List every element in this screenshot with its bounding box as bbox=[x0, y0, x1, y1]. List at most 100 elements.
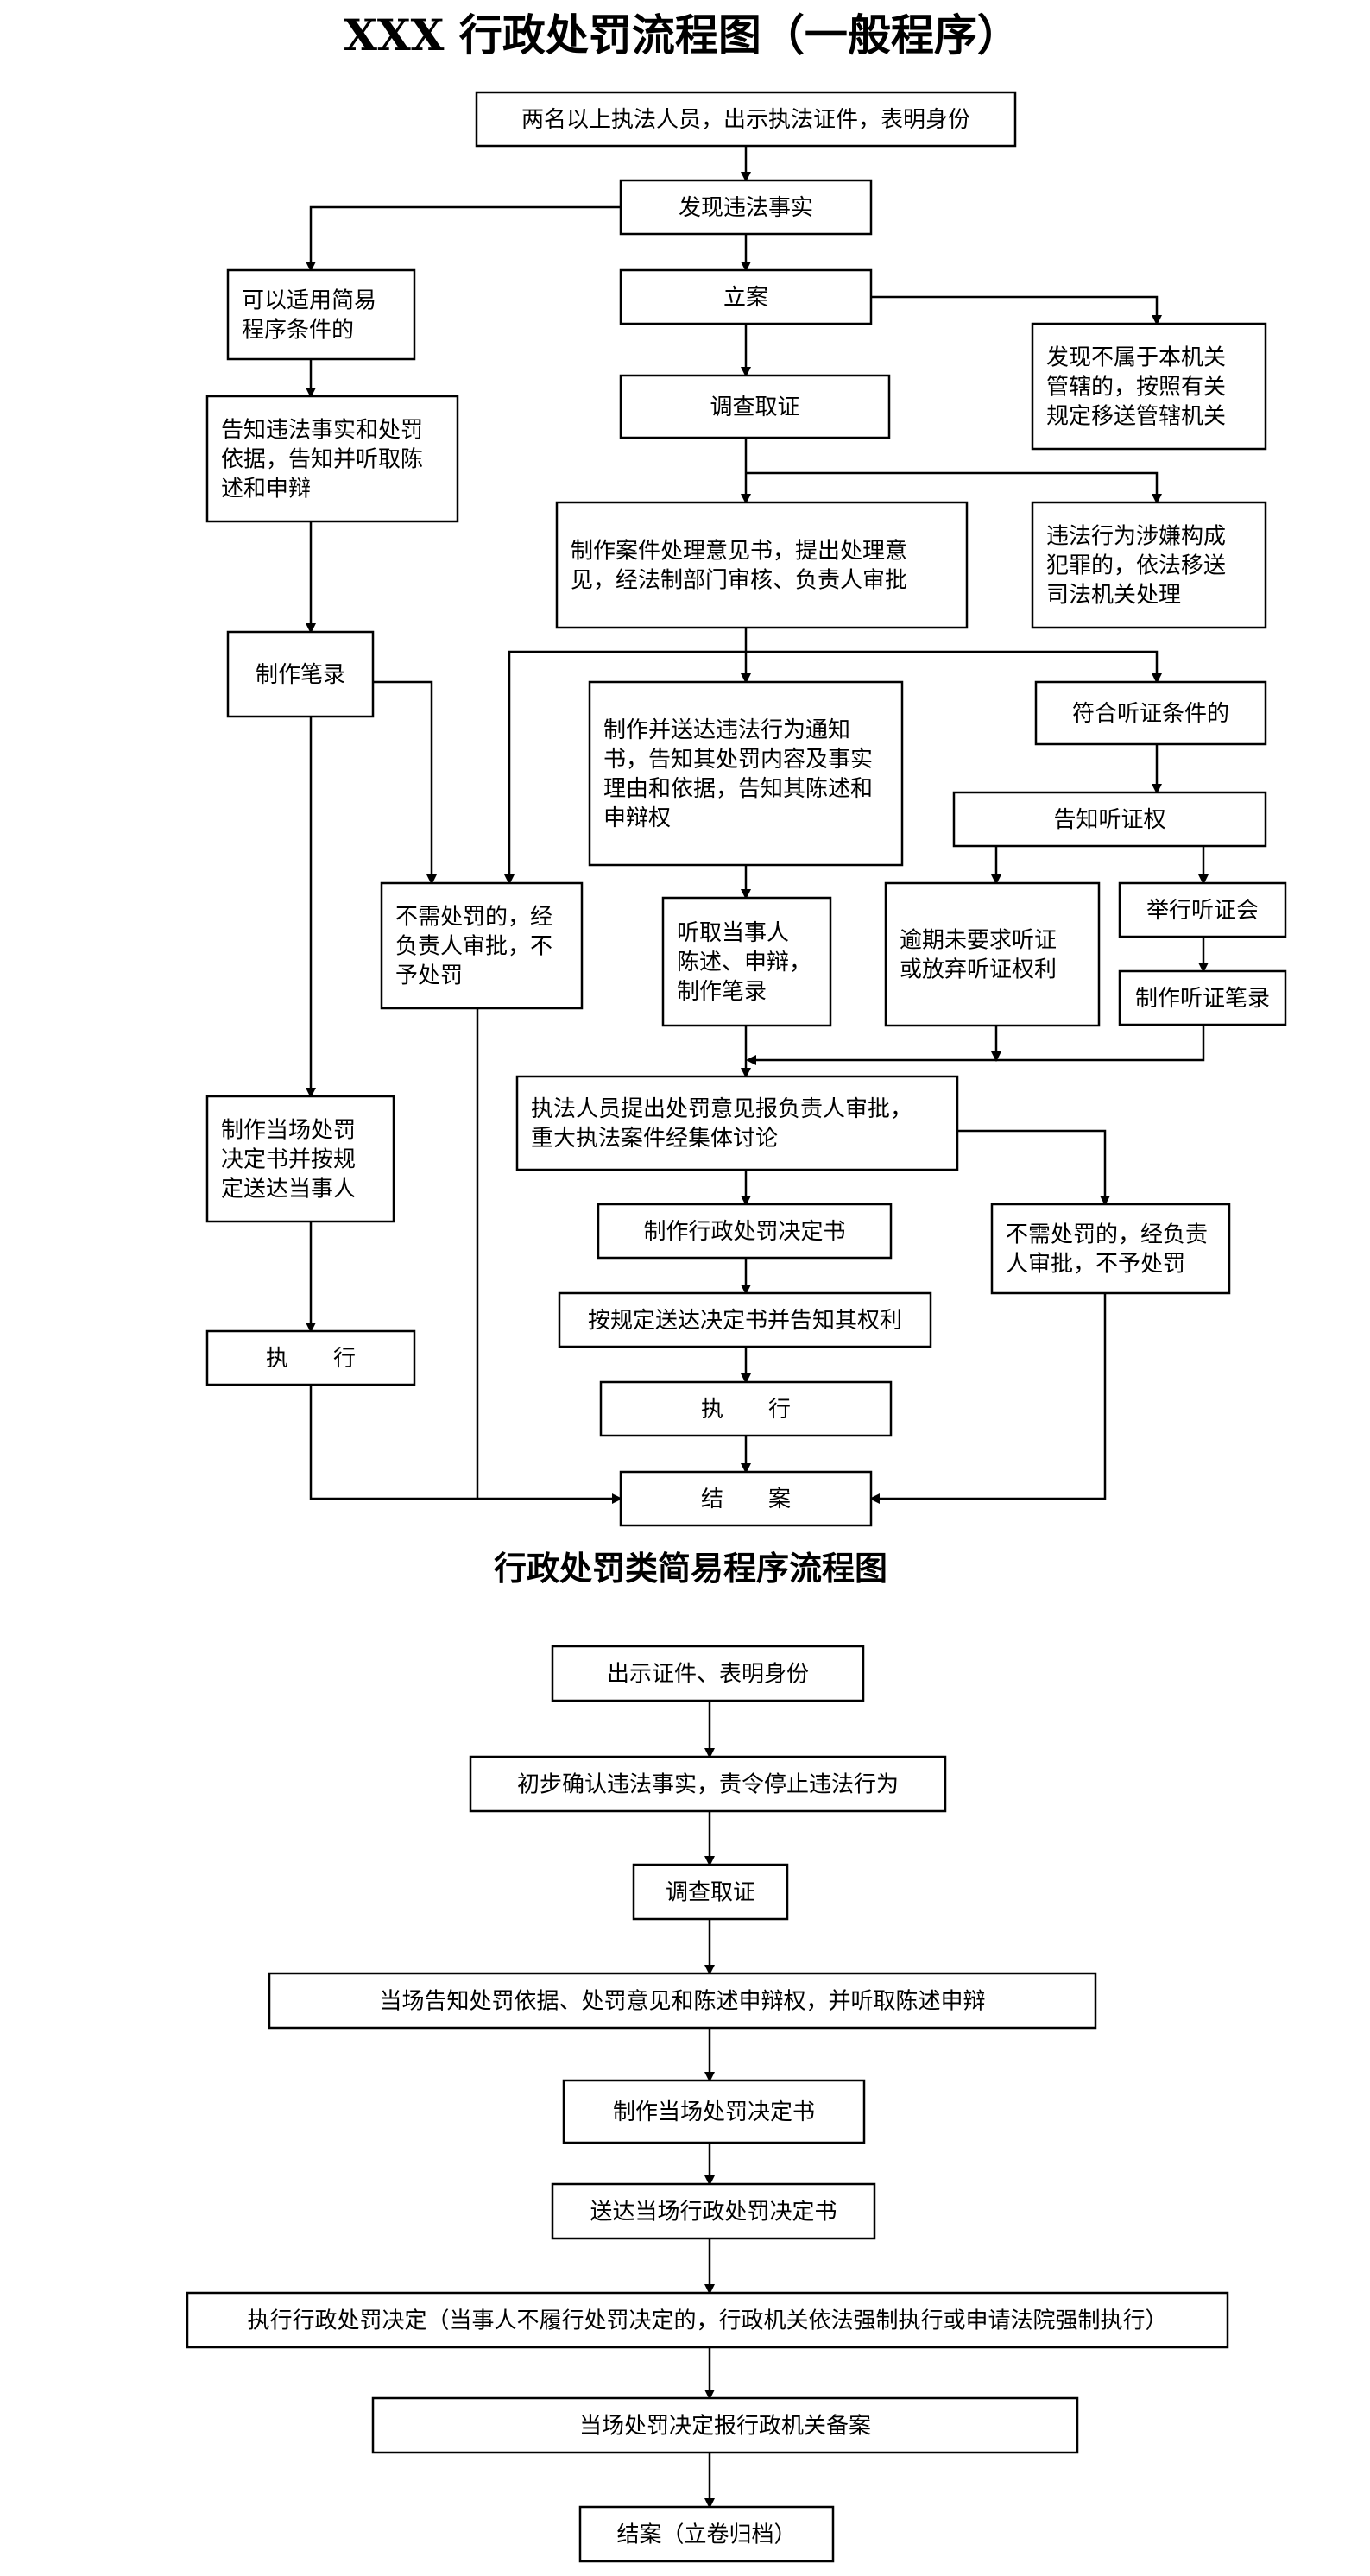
box-text: 按规定送达决定书并告知其权利 bbox=[588, 1308, 902, 1334]
box-text: 制作听证笔录 bbox=[1135, 986, 1270, 1012]
box-text: 陈述、申辩， bbox=[677, 950, 811, 975]
step-close-case: 结 案 bbox=[619, 1470, 873, 1527]
branch-hearing-eligible: 符合听证条件的 bbox=[1034, 680, 1267, 746]
arrow-connector bbox=[309, 1385, 622, 1504]
simple-step-7: 执行行政处罚决定（当事人不履行处罚决定的，行政机关依法强制执行或申请法院强制执行… bbox=[186, 2291, 1229, 2349]
arrow-connector bbox=[504, 650, 746, 885]
box-text: 立案 bbox=[723, 285, 768, 311]
arrow-connector bbox=[746, 471, 1162, 504]
connectors bbox=[306, 146, 1209, 2509]
step-hearing-record: 制作听证笔录 bbox=[1118, 969, 1287, 1026]
arrow-connector bbox=[306, 205, 621, 272]
box-text: 依据，告知并听取陈 bbox=[221, 447, 423, 473]
arrow-connector bbox=[746, 1025, 1205, 1065]
box-text: 负责人审批，不 bbox=[395, 934, 552, 960]
simple-procedure-title: 行政处罚类简易程序流程图 bbox=[494, 1549, 887, 1588]
box-text: 举行听证会 bbox=[1146, 898, 1259, 924]
step-propose-penalty: 执法人员提出处罚意见报负责人审批， 重大执法案件经集体讨论 bbox=[515, 1075, 959, 1171]
arrow-connector bbox=[373, 680, 437, 885]
box-text: 初步确认违法事实，责令停止违法行为 bbox=[517, 1772, 899, 1798]
box-text: 听取当事人 bbox=[677, 920, 789, 946]
box-text: 执 行 bbox=[266, 1346, 356, 1372]
box-text: 规定移送管辖机关 bbox=[1046, 404, 1226, 430]
diagram-title: XXX 行政处罚流程图（一般程序） bbox=[344, 9, 1020, 60]
box-text: 执法人员提出处罚意见报负责人审批， bbox=[531, 1096, 912, 1122]
box-text: 制作笔录 bbox=[256, 662, 345, 688]
box-text: 结 案 bbox=[701, 1487, 791, 1512]
box-text: 理由和依据，告知其陈述和 bbox=[603, 776, 873, 802]
box-text: 或放弃听证权利 bbox=[900, 957, 1057, 983]
simple-step-2: 初步确认违法事实，责令停止违法行为 bbox=[469, 1755, 947, 1813]
box-text: 发现违法事实 bbox=[679, 195, 813, 221]
box-text: 执行行政处罚决定（当事人不履行处罚决定的，行政机关依法强制执行或申请法院强制执行… bbox=[247, 2308, 1167, 2334]
step-execute-simple: 执 行 bbox=[205, 1329, 416, 1386]
arrow-connector bbox=[869, 1293, 1107, 1504]
box-text: 不需处罚的，经 bbox=[395, 905, 552, 931]
box-text: 可以适用简易 bbox=[242, 288, 376, 314]
box-text: 发现不属于本机关 bbox=[1046, 345, 1226, 371]
box-text: 制作案件处理意见书，提出处理意 bbox=[571, 539, 907, 565]
box-text: 告知违法事实和处罚 bbox=[221, 418, 423, 444]
step-hold-hearing: 举行听证会 bbox=[1118, 881, 1287, 938]
box-text: 述和申辩 bbox=[221, 477, 311, 502]
step-investigate-evidence: 调查取证 bbox=[619, 374, 891, 439]
box-text: 犯罪的，依法移送 bbox=[1046, 553, 1226, 579]
box-text: 程序条件的 bbox=[242, 318, 354, 344]
step-show-credentials: 两名以上执法人员，出示执法证件，表明身份 bbox=[475, 91, 1017, 148]
box-text: 出示证件、表明身份 bbox=[607, 1662, 809, 1688]
box-text: 制作并送达违法行为通知 bbox=[603, 717, 850, 743]
simple-step-9: 结案（立卷归档） bbox=[578, 2505, 835, 2563]
box-text: 管辖的，按照有关 bbox=[1046, 375, 1226, 401]
box-text: 调查取证 bbox=[710, 395, 799, 420]
simple-step-6: 送达当场行政处罚决定书 bbox=[551, 2182, 876, 2240]
simple-step-5: 制作当场处罚决定书 bbox=[562, 2079, 866, 2144]
step-execute: 执 行 bbox=[599, 1380, 893, 1437]
box-text: 申辩权 bbox=[603, 805, 671, 831]
box-text: 两名以上执法人员，出示执法证件，表明身份 bbox=[521, 107, 970, 133]
box-text: 制作当场处罚决定书 bbox=[613, 2099, 815, 2125]
box-text: 逾期未要求听证 bbox=[900, 928, 1057, 954]
arrow-connector bbox=[957, 1129, 1110, 1206]
box-text: 送达当场行政处罚决定书 bbox=[590, 2200, 837, 2226]
box-text: 不需处罚的，经负责 bbox=[1006, 1222, 1208, 1248]
step-file-case: 立案 bbox=[619, 268, 873, 325]
step-make-record-simple: 制作笔录 bbox=[226, 630, 375, 718]
box-text: 制作行政处罚决定书 bbox=[643, 1219, 845, 1245]
box-text: 执 行 bbox=[701, 1397, 791, 1423]
box-text: 制作笔录 bbox=[677, 979, 767, 1005]
simple-step-1: 出示证件、表明身份 bbox=[551, 1645, 865, 1702]
box-text: 结案（立卷归档） bbox=[616, 2522, 796, 2548]
simple-step-4: 当场告知处罚依据、处罚意见和陈述申辩权，并听取陈述申辩 bbox=[268, 1972, 1097, 2030]
box-text: 人审批，不予处罚 bbox=[1006, 1252, 1185, 1278]
box-text: 重大执法案件经集体讨论 bbox=[531, 1126, 778, 1152]
box-text: 当场告知处罚依据、处罚意见和陈述申辩权，并听取陈述申辩 bbox=[379, 1989, 985, 2015]
box-text: 司法机关处理 bbox=[1046, 583, 1181, 609]
box-text: 决定书并按规 bbox=[221, 1147, 356, 1173]
box-text: 书，告知其处罚内容及事实 bbox=[603, 747, 873, 773]
box-text: 予处罚 bbox=[395, 963, 463, 989]
box-text: 调查取证 bbox=[666, 1880, 755, 1906]
box-text: 符合听证条件的 bbox=[1072, 701, 1229, 727]
box-text: 违法行为涉嫌构成 bbox=[1046, 524, 1226, 550]
arrow-connector bbox=[871, 295, 1162, 325]
box-text: 当场处罚决定报行政机关备案 bbox=[579, 2414, 871, 2440]
simple-step-3: 调查取证 bbox=[632, 1863, 789, 1921]
arrow-connector bbox=[746, 650, 1162, 684]
step-discover-violation: 发现违法事实 bbox=[619, 179, 873, 236]
box-text: 定送达当事人 bbox=[221, 1177, 356, 1203]
simple-step-8: 当场处罚决定报行政机关备案 bbox=[371, 2396, 1079, 2454]
step-make-penalty-decision: 制作行政处罚决定书 bbox=[597, 1203, 893, 1260]
